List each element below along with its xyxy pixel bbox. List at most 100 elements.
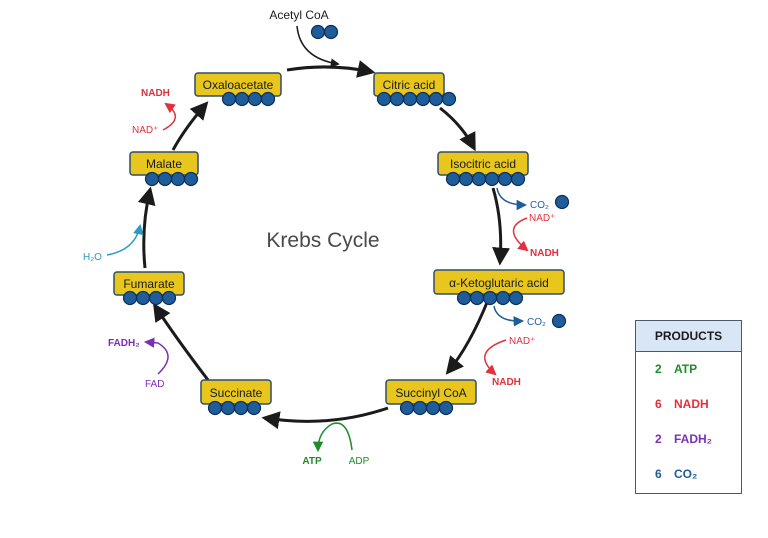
compound-succinyl-coa: Succinyl CoA xyxy=(385,379,477,416)
carbon-atom xyxy=(323,24,339,40)
product-atp: 2 ATP xyxy=(636,352,741,387)
co2-label: CO₂ xyxy=(527,317,546,328)
carbon-atom xyxy=(445,171,461,187)
products-header: PRODUCTS xyxy=(636,321,741,352)
krebs-cycle-diagram: Krebs Cycle Acetyl CoA Citric acid Isoci… xyxy=(83,8,570,467)
carbon-atom xyxy=(456,290,472,306)
h2o-label: H₂O xyxy=(83,252,102,263)
compound-label: Succinyl CoA xyxy=(395,386,466,400)
fadh2-arrow xyxy=(143,337,169,375)
compound-oxaloacetate: Oxaloacetate xyxy=(194,72,282,107)
carbon-atom xyxy=(144,171,160,187)
arrow-ketoglutaric-to-succinyl-coa xyxy=(445,299,490,375)
compound-succinate: Succinate xyxy=(200,379,272,416)
carbon-atom xyxy=(221,91,237,107)
compound-alpha-ketoglutaric-acid: α-Ketoglutaric acid xyxy=(433,269,565,306)
side-reaction-fumarate: H₂O xyxy=(83,223,144,263)
product-name: ATP xyxy=(674,362,698,376)
carbon-atom xyxy=(135,290,151,306)
co2-carbon-atom xyxy=(551,313,567,329)
acetyl-coa-arrow xyxy=(296,25,340,68)
carbon-atom xyxy=(495,290,511,306)
product-count: 2 xyxy=(655,432,662,446)
arrow-succinyl-coa-to-succinate xyxy=(261,406,389,430)
co2-release-arrow xyxy=(493,305,525,327)
compound-fumarate: Fumarate xyxy=(113,271,185,306)
atp-label: ATP xyxy=(302,456,322,467)
carbon-atom xyxy=(260,91,276,107)
carbon-atom xyxy=(247,91,263,107)
arrow-isocitric-acid-to-ketoglutaric xyxy=(491,187,511,266)
nadh-arrow xyxy=(162,102,176,131)
nadh-label: NADH xyxy=(492,377,521,388)
compound-malate: Malate xyxy=(129,151,199,187)
arrow-citric-acid-to-isocitric-acid xyxy=(439,106,476,152)
nad-label: NAD⁺ xyxy=(509,336,535,347)
carbon-atom xyxy=(376,91,392,107)
side-reaction-ketoglutaric: CO₂ NAD⁺ NADH xyxy=(484,305,567,388)
product-co2: 6 CO₂ xyxy=(636,457,741,492)
product-name: NADH xyxy=(674,397,709,411)
carbon-atom xyxy=(441,91,457,107)
carbon-atom xyxy=(246,400,262,416)
carbon-atom xyxy=(157,171,173,187)
carbon-atom xyxy=(233,400,249,416)
compound-label: Oxaloacetate xyxy=(203,78,274,92)
atp-arrow xyxy=(312,422,353,453)
nadh-label: NADH xyxy=(530,248,559,259)
product-fadh2: 2 FADH₂ xyxy=(636,422,741,457)
carbon-atom xyxy=(415,91,431,107)
carbon-atom xyxy=(425,400,441,416)
carbon-atom xyxy=(207,400,223,416)
carbon-atom xyxy=(428,91,444,107)
compound-citric-acid: Citric acid xyxy=(373,72,457,107)
fadh2-label: FADH₂ xyxy=(108,338,140,349)
diagram-title: Krebs Cycle xyxy=(266,229,379,252)
side-reaction-succinate: FADH₂ FAD xyxy=(108,337,169,390)
product-count: 6 xyxy=(655,397,662,411)
carbon-atom xyxy=(471,171,487,187)
side-reaction-isocitric: CO₂ NAD⁺ NADH xyxy=(496,187,570,259)
carbon-atom xyxy=(484,171,500,187)
co2-carbon-atom xyxy=(554,194,570,210)
carbon-atom xyxy=(389,91,405,107)
product-count: 2 xyxy=(655,362,662,376)
carbon-atom xyxy=(469,290,485,306)
h2o-arrow xyxy=(106,223,144,256)
carbon-atom xyxy=(234,91,250,107)
compound-label: α-Ketoglutaric acid xyxy=(449,276,549,290)
carbon-atom xyxy=(161,290,177,306)
carbon-atom xyxy=(310,24,326,40)
carbon-atom xyxy=(148,290,164,306)
arrow-succinate-to-fumarate xyxy=(153,302,210,381)
carbon-atom xyxy=(510,171,526,187)
side-reaction-succinyl: ATP ADP xyxy=(302,422,370,467)
compound-label: Malate xyxy=(146,157,182,171)
compound-label: Citric acid xyxy=(383,78,436,92)
carbon-atom xyxy=(508,290,524,306)
nadh-label: NADH xyxy=(141,88,170,99)
adp-label: ADP xyxy=(349,456,370,467)
carbon-atom xyxy=(399,400,415,416)
co2-label: CO₂ xyxy=(530,200,549,211)
product-nadh: 6 NADH xyxy=(636,387,741,422)
arrow-oxaloacetate-to-citric-acid xyxy=(286,60,376,78)
carbon-atom xyxy=(438,400,454,416)
cycle-arrows xyxy=(137,60,511,430)
products-panel: PRODUCTS 2 ATP 6 NADH 2 FADH₂ 6 CO₂ xyxy=(635,320,742,494)
product-name: CO₂ xyxy=(674,467,698,481)
carbon-atom xyxy=(458,171,474,187)
carbon-atom xyxy=(482,290,498,306)
product-name: FADH₂ xyxy=(674,432,712,446)
product-count: 6 xyxy=(655,467,662,481)
arrow-malate-to-oxaloacetate xyxy=(171,101,209,151)
nadh-arrow xyxy=(484,339,507,376)
arrow-fumarate-to-malate xyxy=(137,186,156,269)
carbon-atom xyxy=(412,400,428,416)
acetyl-coa-label: Acetyl CoA xyxy=(269,8,328,22)
carbon-atom xyxy=(402,91,418,107)
nad-label: NAD⁺ xyxy=(529,213,555,224)
nad-label: NAD⁺ xyxy=(132,125,158,136)
co2-release-arrow xyxy=(496,187,528,211)
nadh-arrow xyxy=(512,217,529,252)
